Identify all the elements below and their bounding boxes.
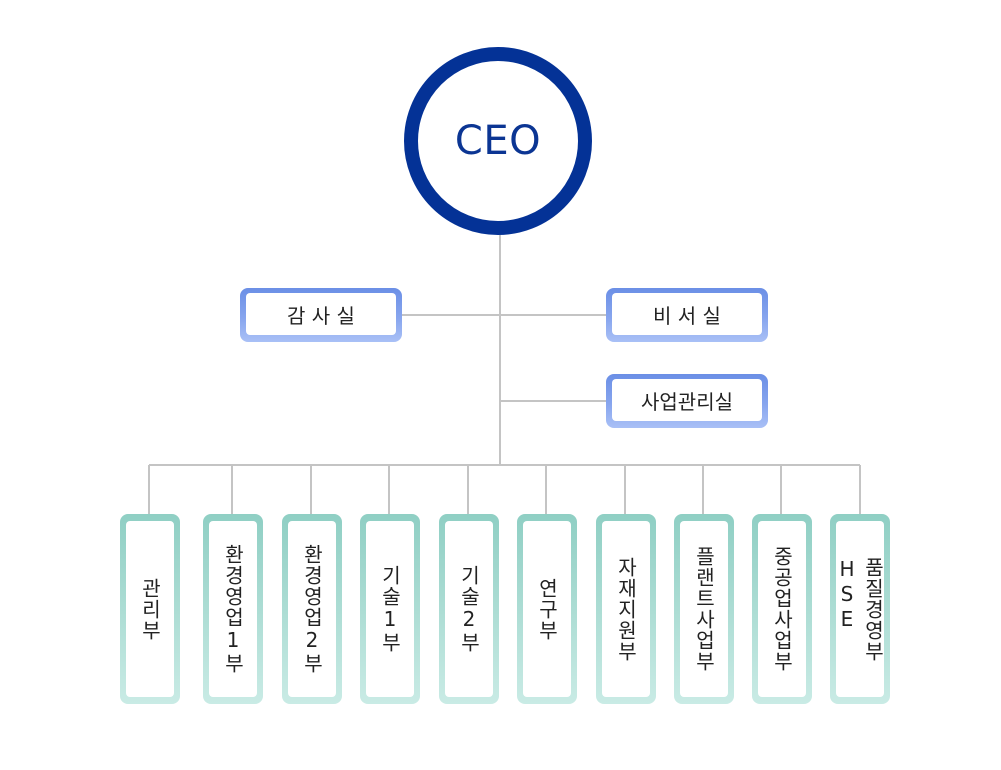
department-label: 중공업사업부 <box>770 546 794 672</box>
department-box-materials-support: 자재지원부 <box>596 514 656 704</box>
department-label: 플랜트사업부 <box>692 546 716 672</box>
department-label: 관리부 <box>138 577 162 641</box>
department-box-research: 연구부 <box>517 514 577 704</box>
business-mgmt-office-box: 사업관리실 <box>606 374 768 428</box>
department-label: 환경영업2부 <box>300 544 324 674</box>
department-label: 자재지원부 <box>614 556 638 662</box>
department-box-tech-2: 기술2부 <box>439 514 499 704</box>
department-box-heavy-industry: 중공업사업부 <box>752 514 812 704</box>
secretary-office-label: 비 서 실 <box>653 303 721 328</box>
department-box-management: 관리부 <box>120 514 180 704</box>
department-box-quality-hse: 품질경영부 HSE <box>830 514 890 704</box>
department-box-tech-1: 기술1부 <box>360 514 420 704</box>
department-label: 기술2부 <box>457 565 481 653</box>
ceo-node: CEO <box>404 47 592 235</box>
audit-office-box: 감 사 실 <box>240 288 402 342</box>
department-box-env-sales-1: 환경영업1부 <box>203 514 263 704</box>
business-mgmt-office-label: 사업관리실 <box>641 389 733 414</box>
department-label: 기술1부 <box>378 565 402 653</box>
department-box-plant-business: 플랜트사업부 <box>674 514 734 704</box>
department-box-env-sales-2: 환경영업2부 <box>282 514 342 704</box>
department-label: 환경영업1부 <box>221 544 245 674</box>
department-label: 연구부 <box>535 577 559 641</box>
ceo-label: CEO <box>454 118 542 164</box>
secretary-office-box: 비 서 실 <box>606 288 768 342</box>
department-label: 품질경영부 HSE <box>835 556 885 662</box>
audit-office-label: 감 사 실 <box>287 303 355 328</box>
